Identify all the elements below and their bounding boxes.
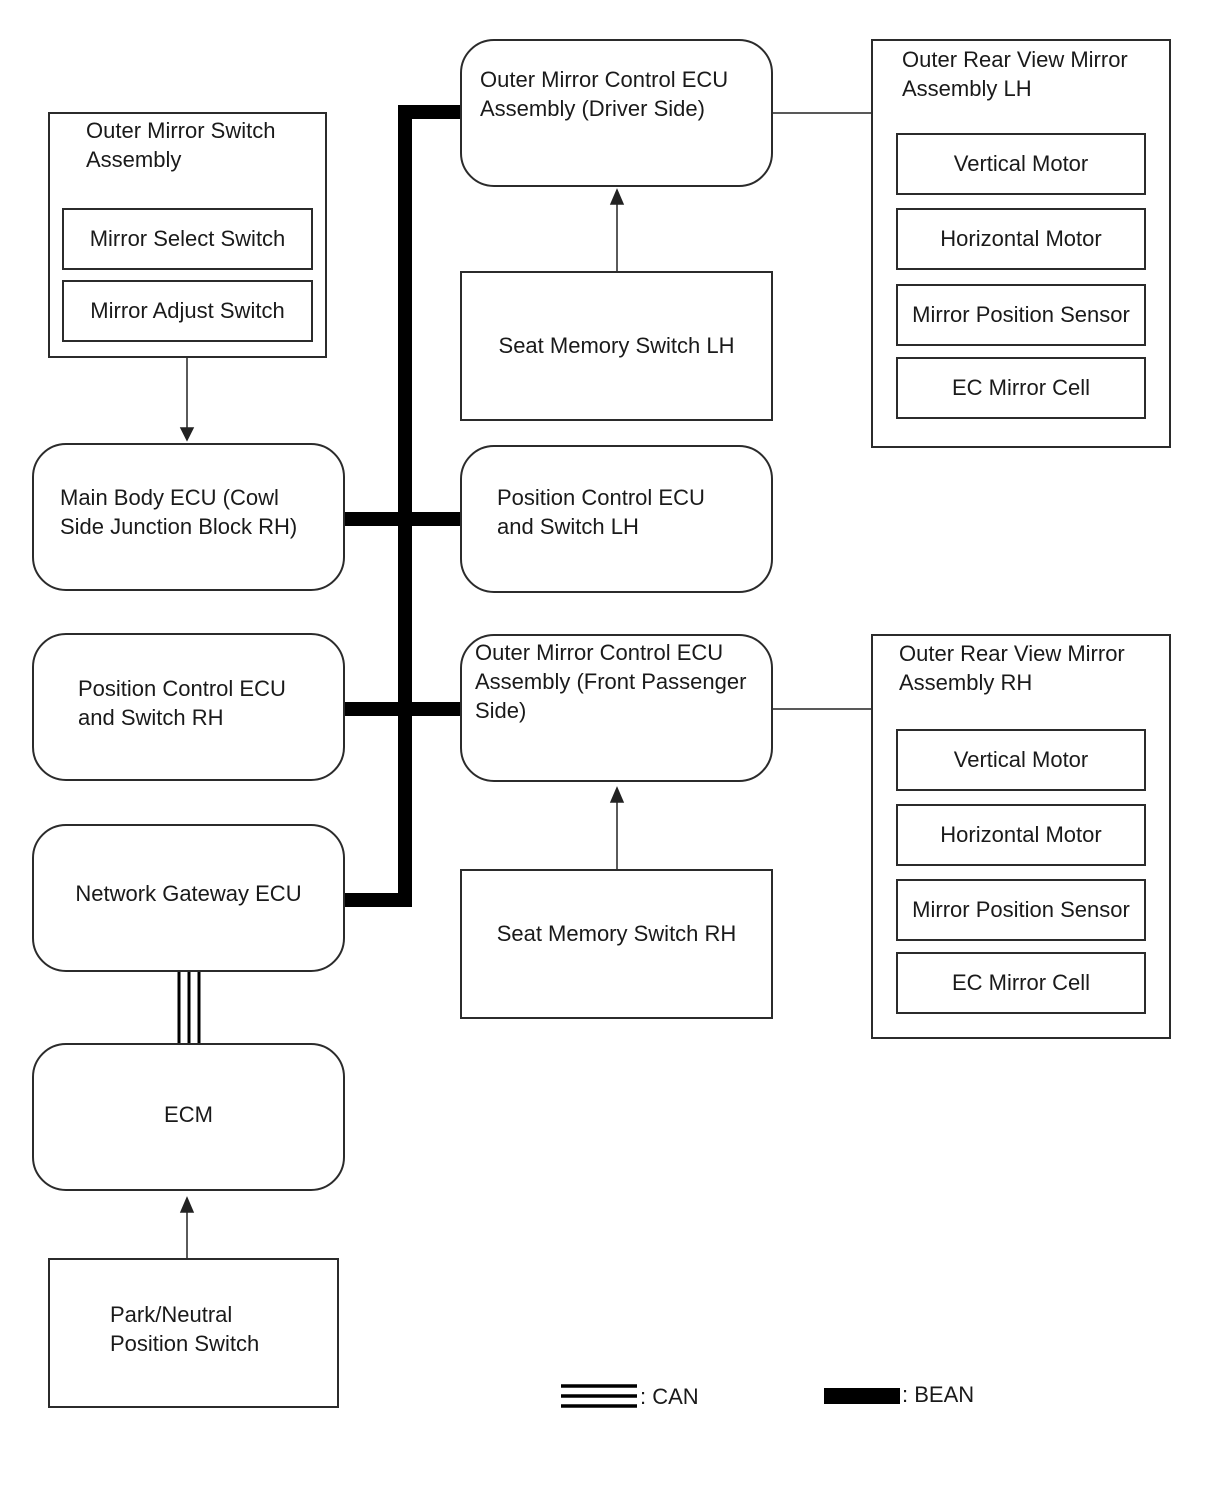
- legend-symbols: [561, 1384, 900, 1408]
- outer-mirror-ecu-driver-label: Outer Mirror Control ECU Assembly (Drive…: [480, 67, 729, 121]
- mirror-adjust-switch: Mirror Adjust Switch: [62, 280, 313, 342]
- seat-memory-switch-lh: Seat Memory Switch LH: [460, 271, 773, 421]
- legend-bean-label: : BEAN: [902, 1382, 975, 1407]
- park-neutral-position-switch: Park/Neutral Position Switch: [48, 1258, 339, 1408]
- main-body-ecu: Main Body ECU (Cowl Side Junction Block …: [32, 443, 345, 591]
- network-gateway-ecu: Network Gateway ECU: [32, 824, 345, 972]
- outer-mirror-ecu-passenger-label: Outer Mirror Control ECU Assembly (Front…: [475, 640, 747, 723]
- outer-mirror-switch-assembly-title: Outer Mirror Switch Assembly: [86, 118, 276, 172]
- ecm: ECM: [32, 1043, 345, 1191]
- network-gateway-ecu-label: Network Gateway ECU: [75, 881, 302, 906]
- position-control-ecu-lh: Position Control ECU and Switch LH: [460, 445, 773, 593]
- position-control-ecu-lh-label: Position Control ECU and Switch LH: [497, 485, 705, 539]
- park-neutral-position-switch-label: Park/Neutral Position Switch: [110, 1302, 260, 1356]
- ecm-label: ECM: [164, 1102, 213, 1127]
- main-body-ecu-label: Main Body ECU (Cowl Side Junction Block …: [60, 485, 298, 539]
- mirror-assembly-rh-title: Outer Rear View Mirror Assembly RH: [899, 641, 1125, 695]
- outer-mirror-ecu-passenger: Outer Mirror Control ECU Assembly (Front…: [460, 634, 773, 782]
- mirror-assembly-lh-title: Outer Rear View Mirror Assembly LH: [902, 47, 1128, 101]
- can-bus: [177, 971, 201, 1045]
- seat-memory-switch-rh: Seat Memory Switch RH: [460, 869, 773, 1019]
- bean-to-main-body-ecu: [343, 512, 461, 526]
- mirror-rh-position-sensor: Mirror Position Sensor: [896, 879, 1146, 941]
- bean-bus: [343, 105, 462, 907]
- mirror-rh-vertical-motor: Vertical Motor: [896, 729, 1146, 791]
- bean-to-network-gateway: [343, 893, 412, 907]
- legend-bean-symbol: [824, 1388, 900, 1404]
- mirror-rh-horizontal-motor: Horizontal Motor: [896, 804, 1146, 866]
- mirror-rh-ec-mirror-cell: EC Mirror Cell: [896, 952, 1146, 1014]
- position-control-ecu-rh-label: Position Control ECU and Switch RH: [78, 676, 286, 730]
- outer-mirror-ecu-driver: Outer Mirror Control ECU Assembly (Drive…: [460, 39, 773, 187]
- mirror-lh-vertical-motor: Vertical Motor: [896, 133, 1146, 195]
- mirror-select-switch: Mirror Select Switch: [62, 208, 313, 270]
- bean-to-driver-ecu: [398, 105, 462, 119]
- mirror-lh-ec-mirror-cell: EC Mirror Cell: [896, 357, 1146, 419]
- mirror-lh-horizontal-motor: Horizontal Motor: [896, 208, 1146, 270]
- mirror-lh-position-sensor: Mirror Position Sensor: [896, 284, 1146, 346]
- seat-memory-switch-rh-label: Seat Memory Switch RH: [496, 921, 737, 946]
- signal-arrows: [179, 112, 873, 1258]
- position-control-ecu-rh: Position Control ECU and Switch RH: [32, 633, 345, 781]
- legend-can-symbol: [561, 1384, 637, 1408]
- legend-can-label: : CAN: [640, 1384, 699, 1409]
- bean-to-position-rh-and-passenger-ecu: [343, 702, 461, 716]
- seat-memory-switch-lh-label: Seat Memory Switch LH: [498, 333, 735, 358]
- bean-trunk: [398, 105, 412, 907]
